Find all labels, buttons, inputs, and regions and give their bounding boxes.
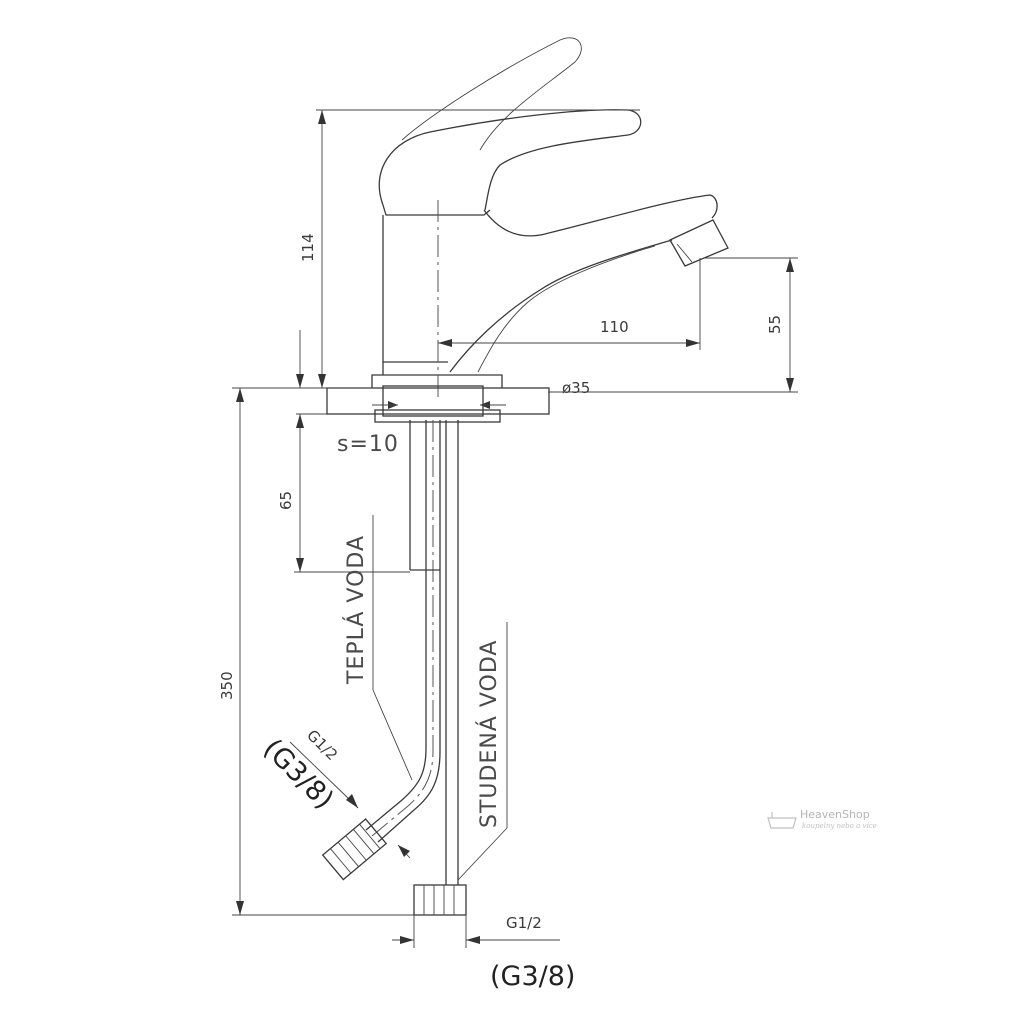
cold-water-label: STUDENÁ VODA — [476, 640, 502, 828]
plate-thickness-label: s=10 — [337, 432, 399, 457]
cold-hose-nut — [413, 884, 467, 916]
hot-hose-nut — [321, 818, 388, 881]
spout-inner-curve — [477, 245, 656, 373]
dim-350-label: 350 — [218, 671, 236, 700]
faucet-body — [371, 37, 729, 400]
watermark-tagline: koupelny nebo a více — [802, 822, 877, 830]
hot-tube-inner — [377, 420, 441, 843]
bottom-thread-dimension — [392, 915, 560, 948]
watermark-brand: HeavenShop — [800, 808, 870, 821]
cold-water-leader — [457, 622, 508, 881]
bottom-thread-label: G1/2 — [506, 914, 542, 932]
lever-raised-outline — [401, 37, 582, 151]
hot-thread-label: G1/2 — [303, 726, 341, 764]
aerator-ring — [676, 243, 693, 263]
dim-114-label: 114 — [299, 233, 317, 262]
dim-diameter-label: ø35 — [562, 379, 590, 397]
dimension-55 — [548, 257, 798, 393]
hot-tube-outer — [365, 420, 427, 831]
hot-water-label: TEPLÁ VODA — [343, 535, 369, 685]
hot-thread-dimension — [289, 741, 411, 859]
dim-110-label: 110 — [600, 318, 629, 336]
supply-tubes — [321, 420, 467, 916]
watermark: HeavenShop koupelny nebo a více — [767, 808, 877, 830]
mounting-plate — [326, 385, 550, 423]
dim-65-label: 65 — [277, 491, 295, 510]
cartridge-cap — [382, 204, 491, 216]
bottom-thread-alt-label: (G3/8) — [490, 961, 575, 992]
base-ring — [371, 374, 503, 388]
dimension-65 — [294, 430, 410, 573]
lever-handle — [378, 109, 642, 211]
aerator — [669, 219, 729, 267]
dimension-114 — [316, 109, 640, 389]
spout-underside — [449, 239, 673, 373]
hot-tube-centerline — [371, 420, 434, 837]
dim-55-label: 55 — [766, 315, 784, 334]
lock-nut — [374, 409, 501, 423]
bathtub-icon — [767, 812, 797, 829]
dimension-plate-thickness — [296, 330, 327, 430]
dimension-350 — [232, 387, 414, 916]
dimension-110 — [438, 258, 701, 350]
spout-top — [483, 194, 718, 237]
hot-water-leader — [372, 515, 413, 781]
